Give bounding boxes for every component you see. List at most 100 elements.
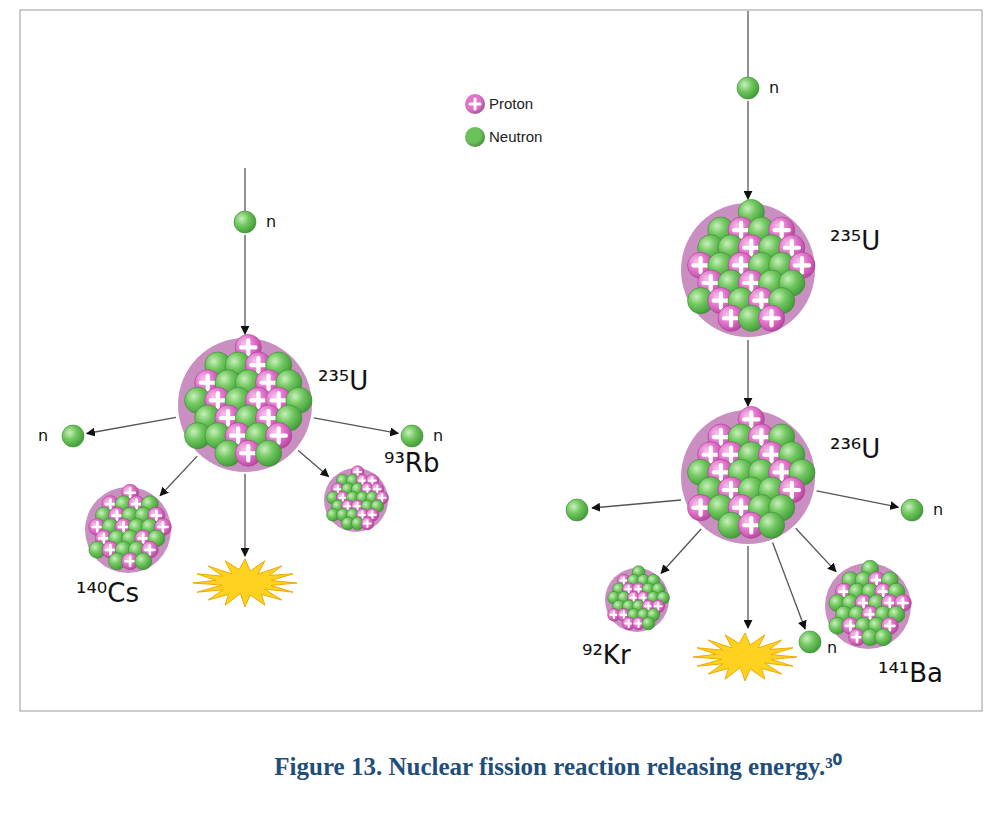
energy-burst-group bbox=[193, 559, 797, 681]
nucleus-core bbox=[605, 568, 669, 632]
figure-caption: Figure 13. Nuclear fission reaction rele… bbox=[120, 752, 996, 782]
isotope-label: ¹⁴¹Ba bbox=[878, 660, 943, 686]
nucleus: ¹⁴¹Ba bbox=[824, 562, 912, 650]
proton-plus bbox=[251, 393, 265, 407]
proton-plus bbox=[852, 633, 861, 642]
proton-plus bbox=[145, 545, 154, 554]
proton-plus bbox=[744, 518, 758, 532]
proton-plus bbox=[754, 430, 768, 444]
neutron-particle: n bbox=[737, 77, 759, 99]
isotope-label: ¹⁴⁰Cs bbox=[76, 580, 139, 606]
nucleus: ¹⁴⁰Cs bbox=[84, 486, 172, 574]
proton-plus bbox=[859, 598, 868, 607]
proton-plus bbox=[271, 393, 285, 407]
nucleus: ²³⁶U bbox=[680, 409, 816, 545]
proton-plus bbox=[785, 483, 799, 497]
energy-arrow bbox=[747, 546, 748, 628]
neutron-ball bbox=[255, 440, 281, 466]
proton-plus bbox=[754, 293, 768, 307]
proton-plus bbox=[714, 293, 728, 307]
proton-plus bbox=[271, 428, 285, 442]
neutron-ball bbox=[642, 617, 655, 630]
legend-swatch bbox=[465, 94, 485, 114]
proton-plus bbox=[885, 621, 894, 630]
proton-plus bbox=[112, 511, 121, 520]
proton-plus bbox=[241, 340, 255, 354]
nucleon-group bbox=[62, 77, 923, 653]
proton-plus bbox=[744, 241, 758, 255]
particle-label: n bbox=[933, 502, 943, 518]
proton-plus bbox=[99, 534, 108, 543]
particle-label: n bbox=[266, 214, 276, 230]
energy-burst bbox=[693, 633, 797, 681]
energy-arrow bbox=[244, 474, 245, 556]
proton-plus bbox=[846, 621, 855, 630]
proton-plus bbox=[714, 465, 728, 479]
proton-plus bbox=[734, 258, 748, 272]
proton-plus bbox=[872, 576, 881, 585]
proton-ball bbox=[758, 305, 784, 331]
proton-plus bbox=[125, 557, 134, 566]
proton-plus bbox=[795, 258, 809, 272]
neutron-ball bbox=[234, 211, 256, 233]
neutron-ball bbox=[758, 512, 784, 538]
nucleus-core bbox=[324, 468, 388, 532]
neutron-particle: n bbox=[401, 425, 423, 447]
nucleus: ²³⁵U bbox=[177, 337, 313, 473]
proton-plus bbox=[152, 511, 161, 520]
proton-plus bbox=[724, 311, 738, 325]
neutron-ball bbox=[401, 425, 423, 447]
proton-plus bbox=[744, 412, 758, 426]
proton-plus bbox=[898, 598, 907, 607]
isotope-label: ²³⁶U bbox=[830, 436, 880, 462]
proton-plus bbox=[158, 522, 167, 531]
neutron-ball bbox=[566, 499, 588, 521]
proton-plus bbox=[106, 545, 115, 554]
nucleus-core bbox=[178, 338, 312, 472]
neutron-ball bbox=[62, 425, 84, 447]
particle-arrow bbox=[661, 529, 701, 573]
nucleus-core bbox=[825, 563, 911, 649]
proton-plus bbox=[839, 587, 848, 596]
isotope-label: ²³⁵U bbox=[318, 368, 368, 394]
particle-label: n bbox=[433, 428, 443, 444]
isotope-label: ⁹²Kr bbox=[582, 642, 631, 668]
proton-plus bbox=[724, 448, 738, 462]
proton-plus bbox=[231, 428, 245, 442]
nucleus: ⁹²Kr bbox=[604, 567, 670, 633]
proton-plus bbox=[785, 241, 799, 255]
incoming-path bbox=[244, 168, 245, 211]
proton-plus bbox=[774, 223, 788, 237]
particle-arrow bbox=[773, 543, 806, 629]
proton-ball bbox=[361, 517, 374, 530]
proton-plus bbox=[704, 276, 718, 290]
neutron-arrow bbox=[592, 500, 681, 508]
nucleus-core bbox=[681, 410, 815, 544]
proton-plus bbox=[625, 620, 632, 627]
proton-plus bbox=[704, 448, 718, 462]
isotope-label: ²³⁵U bbox=[830, 228, 880, 254]
particle-arrow bbox=[160, 456, 197, 496]
neutron-particle: n bbox=[901, 499, 923, 521]
proton-plus bbox=[251, 358, 265, 372]
neutron-particle: n bbox=[234, 211, 256, 233]
particle-arrow bbox=[244, 235, 245, 334]
neutron-ball bbox=[737, 77, 759, 99]
particle-label: n bbox=[769, 80, 779, 96]
proton-plus bbox=[201, 376, 215, 390]
particle-arrow bbox=[298, 451, 328, 477]
proton-plus bbox=[119, 522, 128, 531]
proton-plus bbox=[211, 393, 225, 407]
proton-plus-symbol bbox=[465, 94, 485, 114]
energy-burst bbox=[193, 559, 297, 607]
nucleus: ⁹³Rb bbox=[323, 467, 389, 533]
particle-arrow bbox=[796, 528, 836, 571]
proton-plus bbox=[93, 522, 102, 531]
neutron-ball bbox=[135, 553, 152, 570]
neutron-ball bbox=[901, 499, 923, 521]
proton-plus bbox=[879, 587, 888, 596]
legend-swatch bbox=[465, 127, 485, 147]
nucleus: ²³⁵U bbox=[680, 202, 816, 338]
